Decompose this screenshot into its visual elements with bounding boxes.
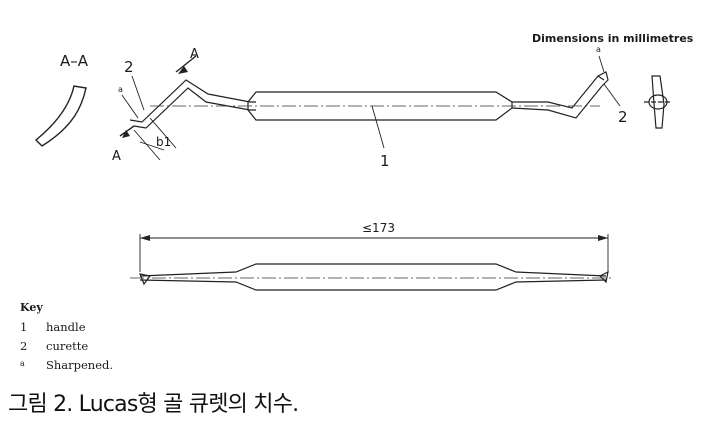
- section-mark-top: A: [190, 47, 199, 62]
- key-row-handle: 1 handle: [20, 320, 320, 339]
- callout-handle: 1: [380, 152, 390, 170]
- section-profile: [34, 85, 87, 147]
- section-arrow-bottom: [122, 130, 130, 138]
- key-label: Sharpened.: [46, 358, 114, 372]
- leader-curette-left: [131, 75, 145, 111]
- callout-sharpened-right: a: [596, 45, 601, 54]
- callout-sharpened-left: a: [118, 85, 123, 94]
- figure-caption: 그림 2. Lucas형 골 큐렛의 치수.: [8, 392, 299, 417]
- technical-drawing: A–A A A b1 2 a 1 Dimensions in millimetr…: [34, 32, 694, 291]
- length-dim-label: ≤173: [362, 221, 395, 235]
- leader-handle: [371, 105, 385, 149]
- tip-detail: [644, 75, 672, 129]
- key-row-curette: 2 curette: [20, 339, 320, 358]
- instrument-top-view: [129, 71, 609, 129]
- instrument-side-view: [139, 263, 609, 291]
- callout-curette-right: 2: [618, 108, 628, 126]
- key-legend: Key 1 handle 2 curette a Sharpened.: [20, 301, 320, 377]
- length-arrow-right: [598, 235, 608, 241]
- width-dim-label: b1: [156, 135, 171, 149]
- key-code: 2: [20, 339, 28, 353]
- width-dimension: [133, 117, 177, 161]
- key-label: handle: [46, 320, 86, 334]
- leader-sharpened-right: [598, 55, 605, 73]
- section-mark-line-top: [175, 55, 197, 73]
- key-label: curette: [46, 339, 89, 353]
- length-arrow-left: [140, 235, 150, 241]
- key-row-sharpened: a Sharpened.: [20, 358, 320, 377]
- leader-curette-right: [603, 83, 621, 107]
- section-mark-line-bottom: [119, 125, 135, 137]
- key-title: Key: [20, 301, 43, 314]
- units-note: Dimensions in millimetres: [532, 32, 694, 45]
- key-code: 1: [20, 320, 28, 334]
- section-arrow-top: [178, 66, 188, 74]
- callout-curette-left: 2: [124, 58, 134, 76]
- section-mark-bottom: A: [112, 149, 121, 164]
- leader-sharpened-left: [121, 94, 139, 119]
- key-code: a: [20, 359, 25, 368]
- section-label: A–A: [60, 52, 89, 70]
